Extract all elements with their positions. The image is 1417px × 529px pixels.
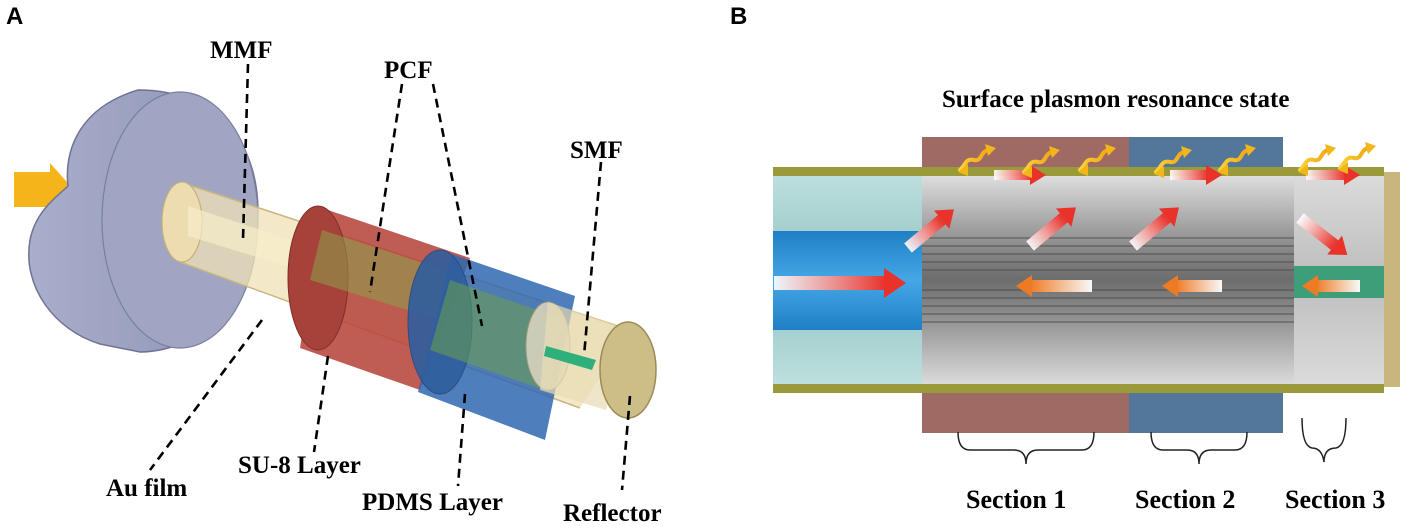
reflector-end	[525, 301, 657, 419]
pcf-leader-1	[368, 83, 404, 293]
reflector-leader	[620, 395, 632, 491]
wave-arrow	[958, 148, 990, 172]
smf-core	[544, 346, 596, 370]
pcf-core	[922, 172, 1294, 387]
input-red-arrow	[774, 268, 906, 298]
section-2-label: Section 2	[1135, 485, 1235, 514]
label-au-film: Au film	[106, 475, 187, 502]
section-2-brace	[1150, 431, 1248, 465]
label-smf: SMF	[570, 137, 623, 164]
label-su8-layer: SU-8 Layer	[238, 452, 361, 479]
wave-arrow	[1078, 148, 1110, 172]
section-braces	[957, 417, 1347, 465]
evanescent-wave-tails	[958, 162, 1348, 178]
panel-b: B Surface plasmon resonance state	[730, 3, 1400, 514]
gold-film-bottom	[773, 384, 1384, 393]
gold-film-top	[773, 167, 1384, 176]
smf-leader	[582, 161, 603, 357]
pcf-air-holes	[922, 237, 1294, 323]
su8-leader	[312, 355, 330, 453]
pdms-leader	[456, 393, 467, 487]
reflector-b	[1384, 172, 1400, 387]
pcf-leader-2	[431, 83, 484, 327]
section-1-brace	[957, 431, 1095, 465]
label-mmf: MMF	[210, 37, 272, 64]
wave-arrow	[1154, 150, 1186, 174]
panel-b-title: Surface plasmon resonance state	[942, 86, 1289, 113]
pdms-layer-cylinder	[407, 249, 575, 440]
panel-a: A	[6, 3, 662, 527]
coupling-arrows	[904, 207, 1348, 255]
evanescent-wave-heads	[985, 142, 1376, 158]
evanescent-wave-arrows	[958, 146, 1370, 174]
section-3-label: Section 3	[1285, 485, 1385, 514]
wave-arrow	[1022, 150, 1054, 174]
panel-a-letter: A	[6, 3, 23, 30]
wave-arrow	[1338, 146, 1370, 170]
au-film-leader	[148, 319, 264, 471]
reflected-arrows	[1016, 275, 1360, 297]
wave-arrow	[1298, 148, 1330, 172]
section-3-brace	[1301, 417, 1347, 463]
label-pcf: PCF	[384, 57, 433, 84]
wave-arrow	[1218, 148, 1250, 172]
section-1-label: Section 1	[966, 485, 1066, 514]
label-pdms-layer: PDMS Layer	[362, 489, 503, 516]
label-reflector: Reflector	[563, 500, 662, 527]
panel-b-letter: B	[730, 3, 747, 30]
